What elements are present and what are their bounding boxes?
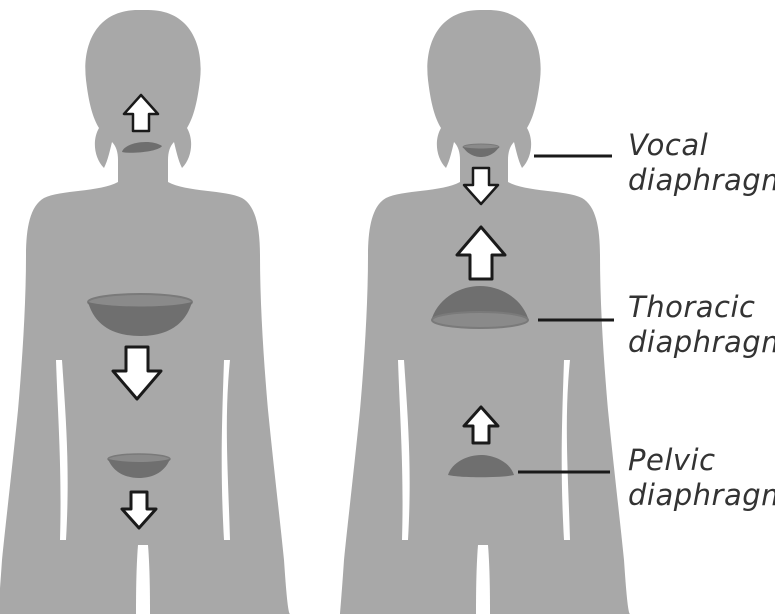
pelvic-label-line2: diaphragm [628,478,775,512]
right-thoracic-diaphragm-rim [432,312,528,328]
thoracic-diaphragm-label: Thoracic diaphragm [628,290,775,359]
vocal-label-line1: Vocal [628,128,708,162]
left-leg-gap [136,545,150,614]
vocal-label-line2: diaphragm [628,163,775,197]
right-figure [340,10,630,614]
right-leg-gap [476,545,490,614]
thoracic-label-line1: Thoracic [628,290,755,324]
thoracic-label-line2: diaphragm [628,325,775,359]
vocal-diaphragm-label: Vocal diaphragm [628,128,775,197]
left-figure [0,10,290,614]
pelvic-diaphragm-label: Pelvic diaphragm [628,443,775,512]
pelvic-label-line1: Pelvic [628,443,716,477]
